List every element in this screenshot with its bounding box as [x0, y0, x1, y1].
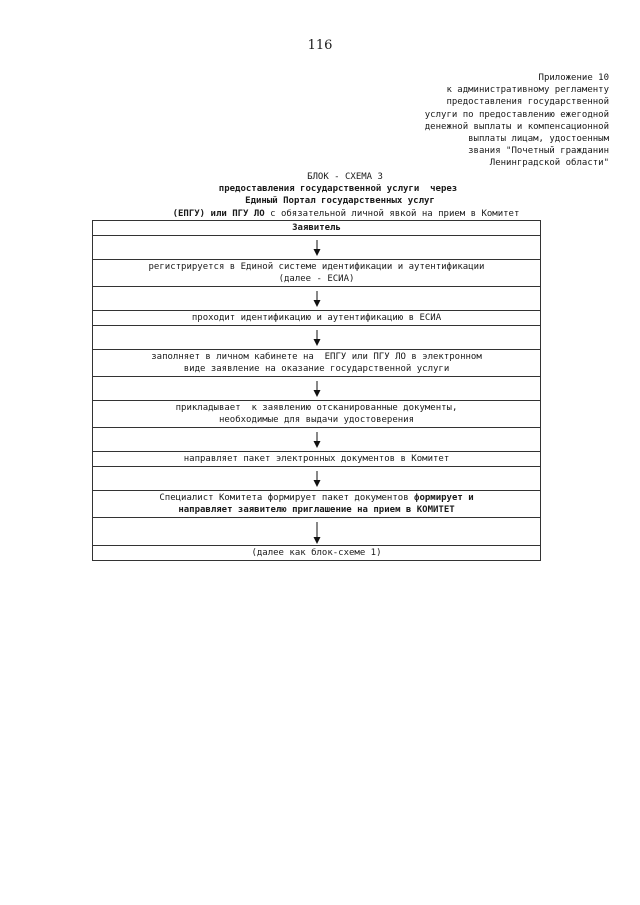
flow-step-register: регистрируется в Единой системе идентифи…: [93, 260, 540, 287]
flow-step-specialist-text: Специалист Комитета формирует пакет доку…: [159, 493, 415, 503]
arrow-down-icon: [313, 471, 320, 487]
arrow-down-icon: [313, 240, 320, 256]
flow-arrow: [93, 326, 540, 350]
flow-arrow: [93, 236, 540, 260]
appendix-line: предоставления государственной: [446, 97, 609, 108]
arrow-down-icon: [313, 522, 320, 544]
scheme-title-rest: с обязательной личной явкой на прием в К…: [264, 208, 520, 219]
scheme-title-bold: (ЕПГУ) или ПГУ ЛО: [172, 208, 265, 219]
flow-arrow: [93, 377, 540, 401]
flow-arrow: [93, 287, 540, 311]
scheme-title-line: Единый Портал государственных услуг: [245, 196, 435, 207]
appendix-line: Ленинградской области": [489, 158, 609, 169]
arrow-down-icon: [313, 432, 320, 448]
arrow-down-icon: [313, 330, 320, 346]
appendix-line: Приложение 10: [538, 73, 609, 83]
appendix-line: услуги по предоставлению ежегодной: [424, 109, 609, 120]
flow-step-fill-application: заполняет в личном кабинете на ЕПГУ или …: [93, 350, 540, 377]
flow-step-specialist-invite: Специалист Комитета формирует пакет доку…: [93, 491, 540, 518]
page-number: 116: [307, 38, 333, 53]
flow-step-specialist-line2: направляет заявителю приглашение на прие…: [178, 505, 455, 515]
appendix-line: к административному регламенту: [446, 85, 609, 96]
appendix-line: звания "Почетный гражданин: [468, 146, 609, 157]
flow-step-authenticate: проходит идентификацию и аутентификацию …: [93, 311, 540, 326]
appendix-line: денежной выплаты и компенсационной: [424, 121, 609, 132]
arrow-down-icon: [313, 291, 320, 307]
appendix-line: выплаты лицам, удостоенным: [468, 134, 609, 145]
flow-header-applicant: Заявитель: [93, 221, 540, 236]
flowchart: Заявитель регистрируется в Единой систем…: [92, 220, 541, 561]
scheme-title: БЛОК - СХЕМА 3 предоставления государств…: [0, 171, 640, 220]
arrow-down-icon: [313, 381, 320, 397]
flow-arrow: [93, 428, 540, 452]
flow-arrow-long: [93, 518, 540, 546]
flow-step-attach-documents: прикладывает к заявлению отсканированные…: [93, 401, 540, 428]
scheme-title-line: предоставления государственной услуги че…: [218, 184, 458, 195]
flow-step-specialist-bold: формирует и: [414, 493, 474, 503]
appendix-header: Приложение 10 к административному реглам…: [425, 72, 609, 170]
scheme-title-line: БЛОК - СХЕМА 3: [307, 172, 383, 182]
flow-arrow: [93, 467, 540, 491]
scheme-title-line: (ЕПГУ) или ПГУ ЛО с обязательной личной …: [0, 208, 640, 220]
flow-step-send-package: направляет пакет электронных документов …: [93, 452, 540, 467]
flow-footer: (далее как блок-схеме 1): [251, 548, 382, 558]
